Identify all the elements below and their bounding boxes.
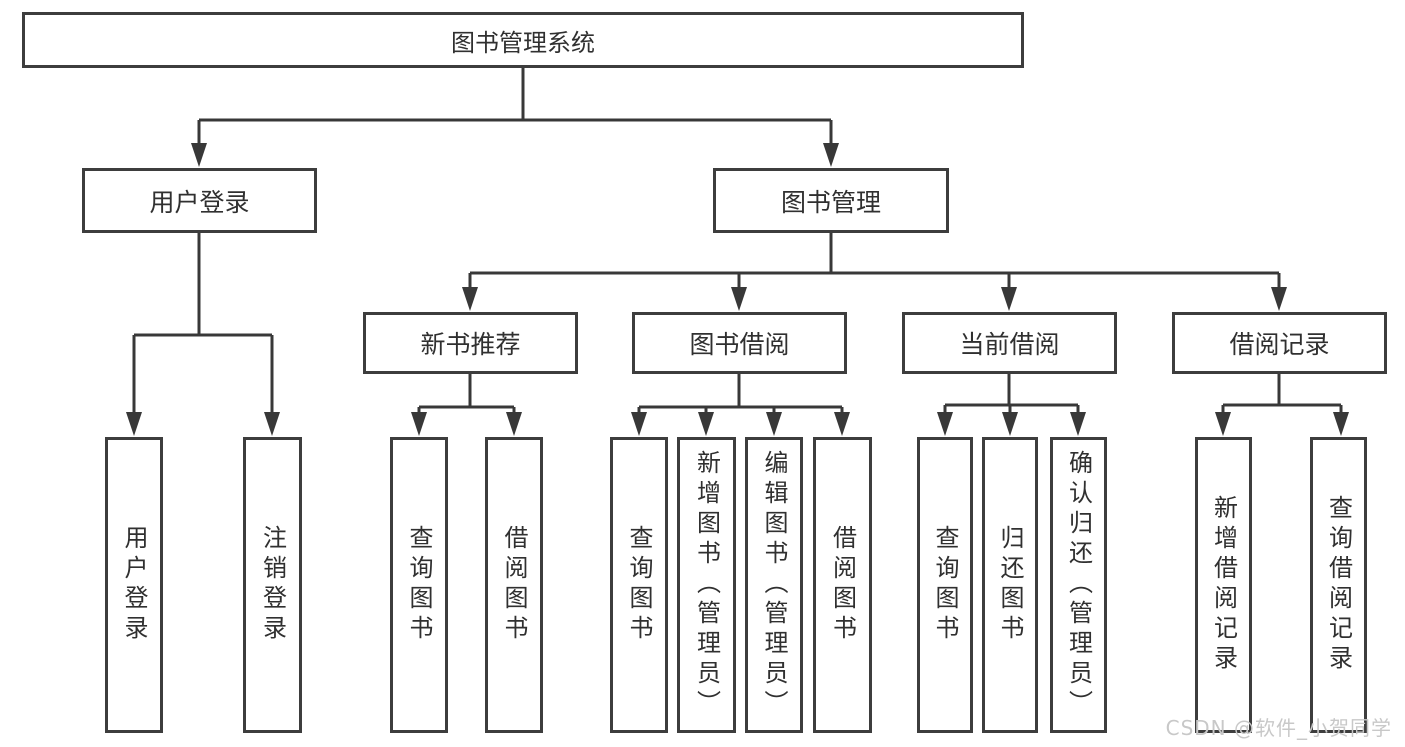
node-library-management-system: 图书管理系统: [22, 12, 1024, 68]
node-current-borrowing: 当前借阅: [902, 312, 1117, 374]
arrowhead: [191, 143, 207, 167]
arrowhead: [1271, 287, 1287, 311]
arrowhead: [766, 412, 782, 436]
arrowhead: [1001, 287, 1017, 311]
arrowhead: [506, 412, 522, 436]
leaf-query-books-current: 查询图书: [917, 437, 973, 733]
watermark-text: CSDN @软件_小贺同学: [1165, 716, 1392, 740]
arrowhead: [937, 412, 953, 436]
arrowhead: [1002, 412, 1018, 436]
leaf-query-borrow-record: 查询借阅记录: [1310, 437, 1367, 733]
arrowhead: [731, 287, 747, 311]
leaf-borrow-books-recommend: 借阅图书: [485, 437, 543, 733]
leaf-add-books-admin: 新增图书（管理员）: [677, 437, 736, 733]
arrowhead: [698, 412, 714, 436]
leaf-edit-books-admin: 编辑图书（管理员）: [745, 437, 803, 733]
leaf-query-books-recommend: 查询图书: [390, 437, 448, 733]
leaf-borrow-books-borrowing: 借阅图书: [813, 437, 872, 733]
leaf-add-borrow-record: 新增借阅记录: [1195, 437, 1252, 733]
node-borrowing-records: 借阅记录: [1172, 312, 1387, 374]
arrowhead: [126, 412, 142, 436]
node-book-management: 图书管理: [713, 168, 949, 233]
arrowhead: [631, 412, 647, 436]
arrowhead: [1215, 412, 1231, 436]
node-user-login: 用户登录: [82, 168, 317, 233]
arrowhead: [462, 287, 478, 311]
leaf-user-login: 用户登录: [105, 437, 163, 733]
leaf-query-books-borrowing: 查询图书: [610, 437, 668, 733]
arrowhead: [823, 143, 839, 167]
arrowhead: [1333, 412, 1349, 436]
leaf-confirm-return-admin: 确认归还（管理员）: [1050, 437, 1107, 733]
leaf-return-books: 归还图书: [982, 437, 1038, 733]
node-new-book-recommend: 新书推荐: [363, 312, 578, 374]
arrowhead: [1070, 412, 1086, 436]
arrowhead: [834, 412, 850, 436]
node-book-borrowing: 图书借阅: [632, 312, 847, 374]
arrowhead: [411, 412, 427, 436]
leaf-logout: 注销登录: [243, 437, 302, 733]
arrowhead: [264, 412, 280, 436]
